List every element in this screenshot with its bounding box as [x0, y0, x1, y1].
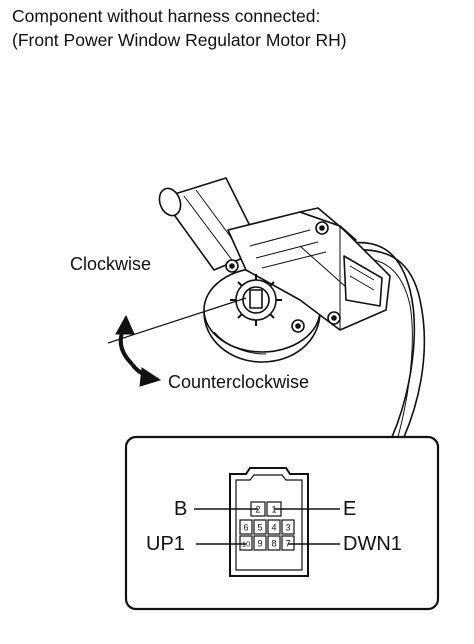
pin-5-number: 5 — [257, 523, 262, 533]
heading-line-1: Component without harness connected: — [12, 6, 321, 26]
pin-3-number: 3 — [285, 523, 290, 533]
clockwise-leader — [107, 297, 247, 344]
pin-8-number: 8 — [271, 539, 276, 549]
clockwise-label: Clockwise — [70, 254, 152, 274]
pin-9-number: 9 — [257, 539, 262, 549]
harness-cable — [351, 241, 426, 438]
pin-6-number: 6 — [243, 523, 248, 533]
heading-line-2: (Front Power Window Regulator Motor RH) — [12, 30, 347, 50]
counterclockwise-label: Counterclockwise — [168, 372, 310, 392]
terminal-dwn1-label: DWN1 — [343, 533, 402, 555]
terminal-up1-label: UP1 — [146, 533, 185, 555]
terminal-b-label: B — [174, 498, 188, 520]
pin-4-number: 4 — [271, 523, 276, 533]
terminal-e-label: E — [343, 498, 357, 520]
motor-body — [158, 177, 391, 363]
connector-face — [229, 467, 309, 577]
rotation-arrows — [115, 314, 162, 387]
terminal-leaders — [194, 508, 340, 545]
